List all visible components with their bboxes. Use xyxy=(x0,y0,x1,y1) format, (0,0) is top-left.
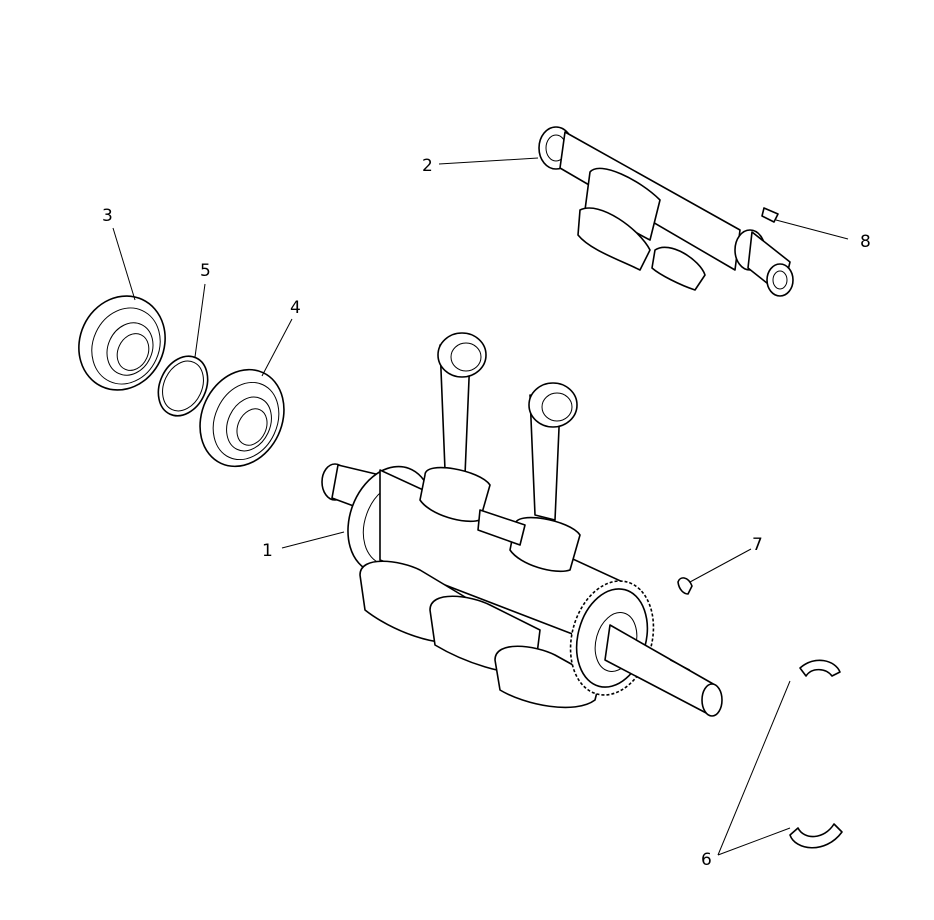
leader-lines xyxy=(112,157,849,856)
callout-4-label: 4 xyxy=(290,298,301,318)
woodruff-key-crank-drawing xyxy=(677,577,693,595)
woodruff-key-balance-drawing xyxy=(761,207,779,223)
callout-3-label: 3 xyxy=(102,206,113,226)
ball-bearing-left-drawing xyxy=(78,295,166,391)
ball-bearing-right-drawing xyxy=(199,368,285,468)
callout-6-label: 6 xyxy=(701,850,712,870)
bearing-halves-drawing xyxy=(789,659,843,849)
crankshaft-assembly-drawing xyxy=(321,332,723,717)
callout-8-label: 8 xyxy=(860,232,871,252)
callout-1-label: 1 xyxy=(262,541,273,561)
callout-5-label: 5 xyxy=(200,261,211,281)
callout-7-label: 7 xyxy=(752,535,763,555)
callout-2-label: 2 xyxy=(422,156,433,176)
snap-ring-drawing xyxy=(157,355,209,417)
balance-shaft-drawing xyxy=(538,126,794,297)
